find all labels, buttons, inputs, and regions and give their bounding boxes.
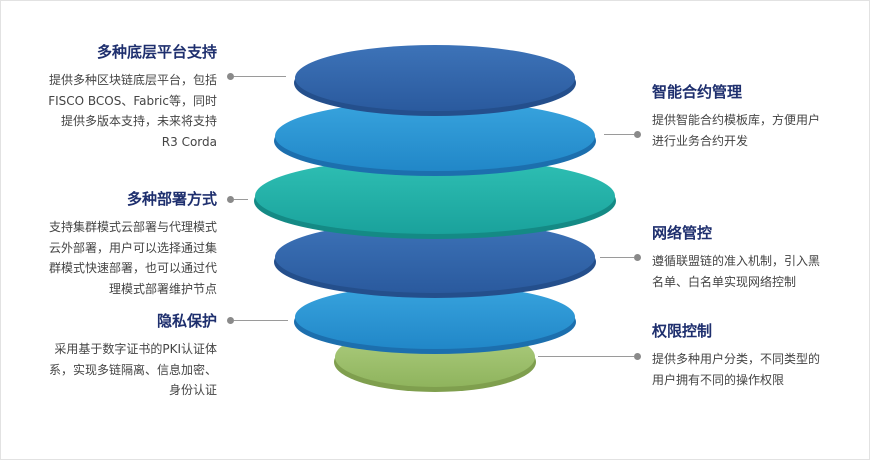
connector-dot <box>227 317 234 324</box>
connector-line <box>604 134 634 135</box>
feature-multi-platform: 多种底层平台支持 提供多种区块链底层平台，包括 FISCO BCOS、Fabri… <box>2 42 217 152</box>
feature-title: 网络管控 <box>652 224 713 242</box>
layer-1 <box>294 45 576 116</box>
feature-privacy: 隐私保护 采用基于数字证书的PKI认证体 系，实现多链隔离、信息加密、 身份认证 <box>2 311 217 401</box>
feature-title: 权限控制 <box>652 322 713 340</box>
connector-dot <box>634 131 641 138</box>
feature-description: 支持集群模式云部署与代理模式 云外部署，用户可以选择通过集 群模式快速部署，也可… <box>48 220 217 296</box>
feature-smart-contract: 智能合约管理 提供智能合约模板库，方便用户 进行业务合约开发 <box>652 82 867 151</box>
connector-line <box>234 199 248 200</box>
connector-line <box>538 356 634 357</box>
connector-line <box>600 257 634 258</box>
feature-deployment: 多种部署方式 支持集群模式云部署与代理模式 云外部署，用户可以选择通过集 群模式… <box>2 189 217 299</box>
connector-dot <box>634 254 641 261</box>
feature-description: 遵循联盟链的准入机制，引入黑 名单、白名单实现网络控制 <box>652 254 821 289</box>
layer-3 <box>254 158 616 239</box>
connector-dot <box>227 196 234 203</box>
feature-description: 提供多种区块链底层平台，包括 FISCO BCOS、Fabric等，同时 提供多… <box>48 73 217 149</box>
layer-4 <box>274 221 596 298</box>
feature-network: 网络管控 遵循联盟链的准入机制，引入黑 名单、白名单实现网络控制 <box>652 223 867 292</box>
feature-description: 提供多种用户分类，不同类型的 用户拥有不同的操作权限 <box>652 352 821 387</box>
connector-dot <box>634 353 641 360</box>
feature-description: 采用基于数字证书的PKI认证体 系，实现多链隔离、信息加密、 身份认证 <box>48 342 217 397</box>
layer-2 <box>274 101 596 176</box>
layer-5 <box>294 285 576 354</box>
feature-title: 智能合约管理 <box>652 83 743 101</box>
connector-line <box>234 76 286 77</box>
feature-title: 隐私保护 <box>156 312 217 330</box>
connector-dot <box>227 73 234 80</box>
feature-title: 多种底层平台支持 <box>96 43 217 61</box>
feature-title: 多种部署方式 <box>126 190 217 208</box>
connector-line <box>234 320 288 321</box>
feature-description: 提供智能合约模板库，方便用户 进行业务合约开发 <box>652 113 821 148</box>
feature-permission: 权限控制 提供多种用户分类，不同类型的 用户拥有不同的操作权限 <box>652 321 867 390</box>
